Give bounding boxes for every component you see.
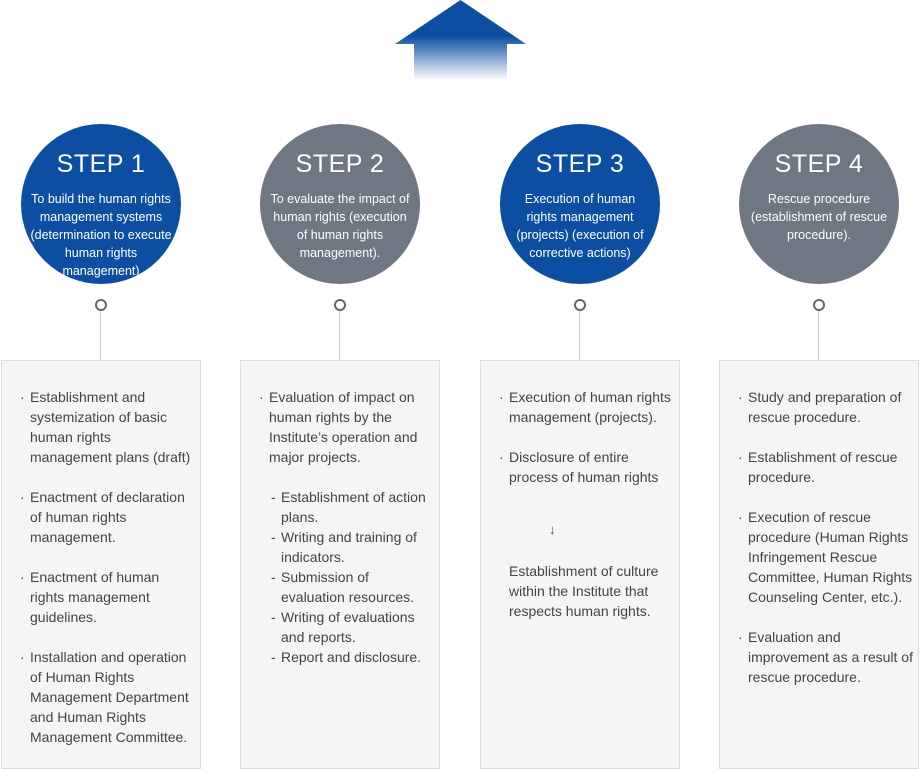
up-arrow-icon (395, 0, 526, 80)
list-item: Evaluation and improvement as a result o… (738, 627, 914, 687)
step-3-title: STEP 3 (535, 150, 625, 178)
sub-item: Report and disclosure. (271, 647, 435, 667)
step-1-circle: STEP 1 To build the human rights managem… (21, 124, 181, 284)
connector-dot (813, 299, 825, 311)
list-item: Installation and operation of Human Righ… (20, 647, 196, 747)
list-item: Disclosure of entire process of human ri… (499, 447, 675, 487)
step-2-list: Evaluation of impact on human rights by … (259, 387, 435, 487)
sub-item: Submission of evaluation resources. (271, 567, 435, 607)
connector-dot (334, 299, 346, 311)
step-1-desc: To build the human rights management sys… (30, 192, 172, 278)
step-2-circle: STEP 2 To evaluate the impact of human r… (260, 124, 420, 284)
step-1-list: Establishment and systemization of basic… (20, 387, 196, 767)
connector-dot (95, 299, 107, 311)
list-item: Enactment of human rights management gui… (20, 567, 196, 627)
step-1-title: STEP 1 (56, 150, 146, 178)
step-4-list: Study and preparation of rescue procedur… (738, 387, 914, 707)
sub-item: Establishment of action plans. (271, 487, 435, 527)
connector-line (100, 311, 101, 360)
list-item: Enactment of declaration of human rights… (20, 487, 196, 547)
step-4-desc: Rescue procedure (establishment of rescu… (750, 192, 888, 242)
step-4-circle: STEP 4 Rescue procedure (establishment o… (739, 124, 899, 284)
step-2-sublist: Establishment of action plans. Writing a… (271, 487, 435, 667)
sub-item: Writing of evaluations and reports. (271, 607, 435, 647)
connector-line (818, 311, 819, 360)
down-arrow-icon: ↓ (549, 522, 556, 537)
step-2-title: STEP 2 (295, 150, 385, 178)
step-3-list: Execution of human rights management (pr… (499, 387, 675, 493)
list-item: Execution of human rights management (pr… (499, 387, 675, 427)
step-3-conclusion: Establishment of culture within the Inst… (509, 563, 659, 619)
step-3-circle: STEP 3 Execution of human rights managem… (500, 124, 660, 284)
step-4-detail-box: Study and preparation of rescue procedur… (719, 360, 919, 769)
list-item: Establishment and systemization of basic… (20, 387, 196, 467)
connector-line (339, 311, 340, 360)
step-3-detail-box: Execution of human rights management (pr… (480, 360, 680, 769)
step-1-detail-box: Establishment and systemization of basic… (1, 360, 201, 769)
sub-item: Writing and training of indicators. (271, 527, 435, 567)
step-2-desc: To evaluate the impact of human rights (… (270, 192, 410, 260)
list-item: Evaluation of impact on human rights by … (259, 387, 435, 467)
connector-dot (574, 299, 586, 311)
step-4-title: STEP 4 (774, 150, 864, 178)
step-3-desc: Execution of human rights management (pr… (516, 192, 644, 260)
list-item: Execution of rescue procedure (Human Rig… (738, 507, 914, 607)
list-item: Study and preparation of rescue procedur… (738, 387, 914, 427)
connector-line (579, 311, 580, 360)
list-item: Establishment of rescue procedure. (738, 447, 914, 487)
step-2-detail-box: Evaluation of impact on human rights by … (240, 360, 440, 769)
